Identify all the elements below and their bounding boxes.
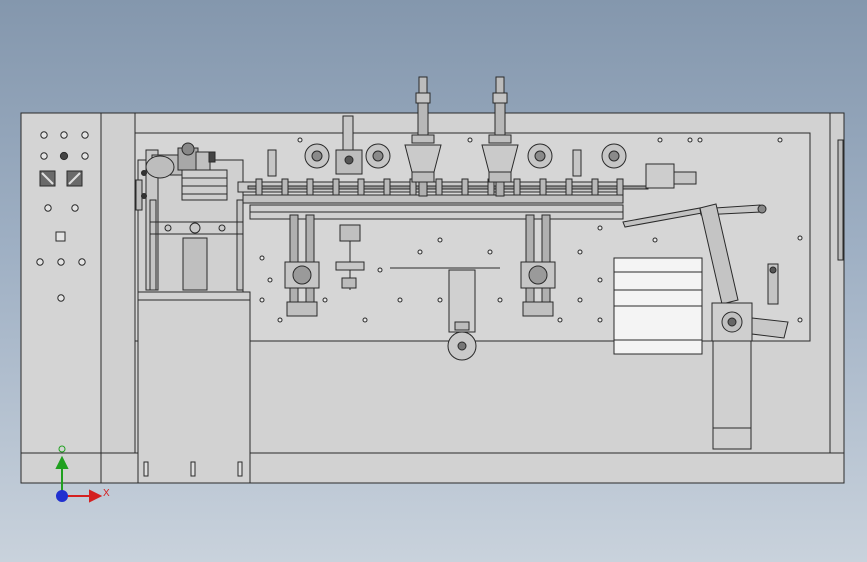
left-cabinet — [137, 291, 251, 484]
center-cam — [390, 267, 500, 361]
rail-clamps — [255, 178, 624, 196]
product-box — [613, 257, 703, 355]
conveyor-rail — [237, 181, 649, 220]
x-axis-label: X — [103, 488, 110, 499]
filling-nozzle-right — [481, 76, 519, 197]
film-feed-assembly — [135, 142, 244, 293]
sealing-arm-left — [284, 214, 320, 317]
mounting-holes — [259, 137, 803, 323]
view-triad — [55, 445, 103, 503]
filling-nozzle-left — [404, 76, 442, 197]
drive-lever — [699, 203, 789, 450]
center-clamp — [335, 224, 365, 290]
control-panel — [20, 112, 136, 454]
sealing-arm-right — [520, 214, 556, 317]
top-pulleys — [267, 115, 697, 189]
